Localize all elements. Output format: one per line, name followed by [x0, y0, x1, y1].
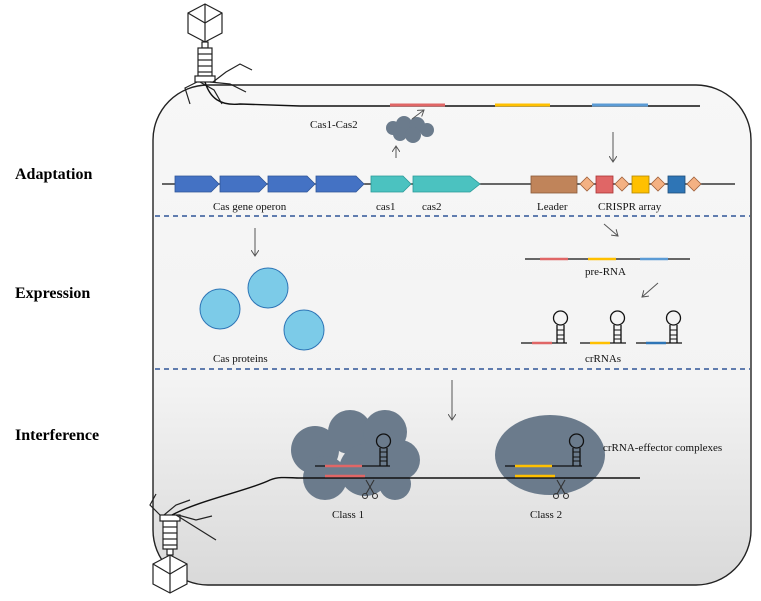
phage-bottom-icon [149, 493, 217, 594]
label-cas1-cas2: Cas1-Cas2 [310, 119, 358, 131]
label-class1: Class 1 [332, 509, 364, 521]
bacterial-cell [152, 84, 752, 586]
arrow-pre-rna-to-crrnas [642, 282, 659, 297]
cas1-gene [370, 175, 412, 193]
label-cas1: cas1 [376, 201, 396, 213]
crrna-2 [580, 310, 626, 345]
crrna-1 [521, 310, 569, 345]
label-crispr-array: CRISPR array [598, 201, 662, 213]
phage-top-icon [184, 3, 253, 105]
label-cas2: cas2 [422, 201, 442, 213]
label-cas-proteins: Cas proteins [213, 353, 268, 365]
cas-gene-operon [174, 175, 365, 193]
injected-dna-bottom [171, 476, 301, 516]
label-cas-gene-operon: Cas gene operon [213, 201, 287, 213]
stage-adaptation: Adaptation [15, 166, 92, 183]
arrow-complex-to-dna [411, 110, 424, 120]
stage-expression: Expression [15, 285, 90, 302]
crrna-3 [636, 310, 682, 345]
cas1-cas2-complex [386, 116, 434, 143]
label-complexes: crRNA-effector complexes [603, 442, 722, 454]
crispr-array [579, 175, 702, 194]
label-pre-rna: pre-RNA [585, 266, 626, 278]
label-class2: Class 2 [530, 509, 562, 521]
stage-interference: Interference [15, 427, 99, 444]
cas-proteins [199, 267, 325, 351]
label-crrnas: crRNAs [585, 353, 621, 365]
leader-block [530, 175, 578, 194]
cas2-gene [412, 175, 481, 193]
scissors-icon [361, 479, 379, 500]
arrow-array-to-pre-rna [603, 223, 618, 236]
scissors-icon [552, 479, 570, 500]
class2-complex [495, 415, 605, 495]
class1-crrna [315, 433, 392, 468]
injected-dna-top [204, 81, 301, 107]
class2-crrna [505, 433, 585, 468]
label-leader: Leader [537, 201, 568, 213]
